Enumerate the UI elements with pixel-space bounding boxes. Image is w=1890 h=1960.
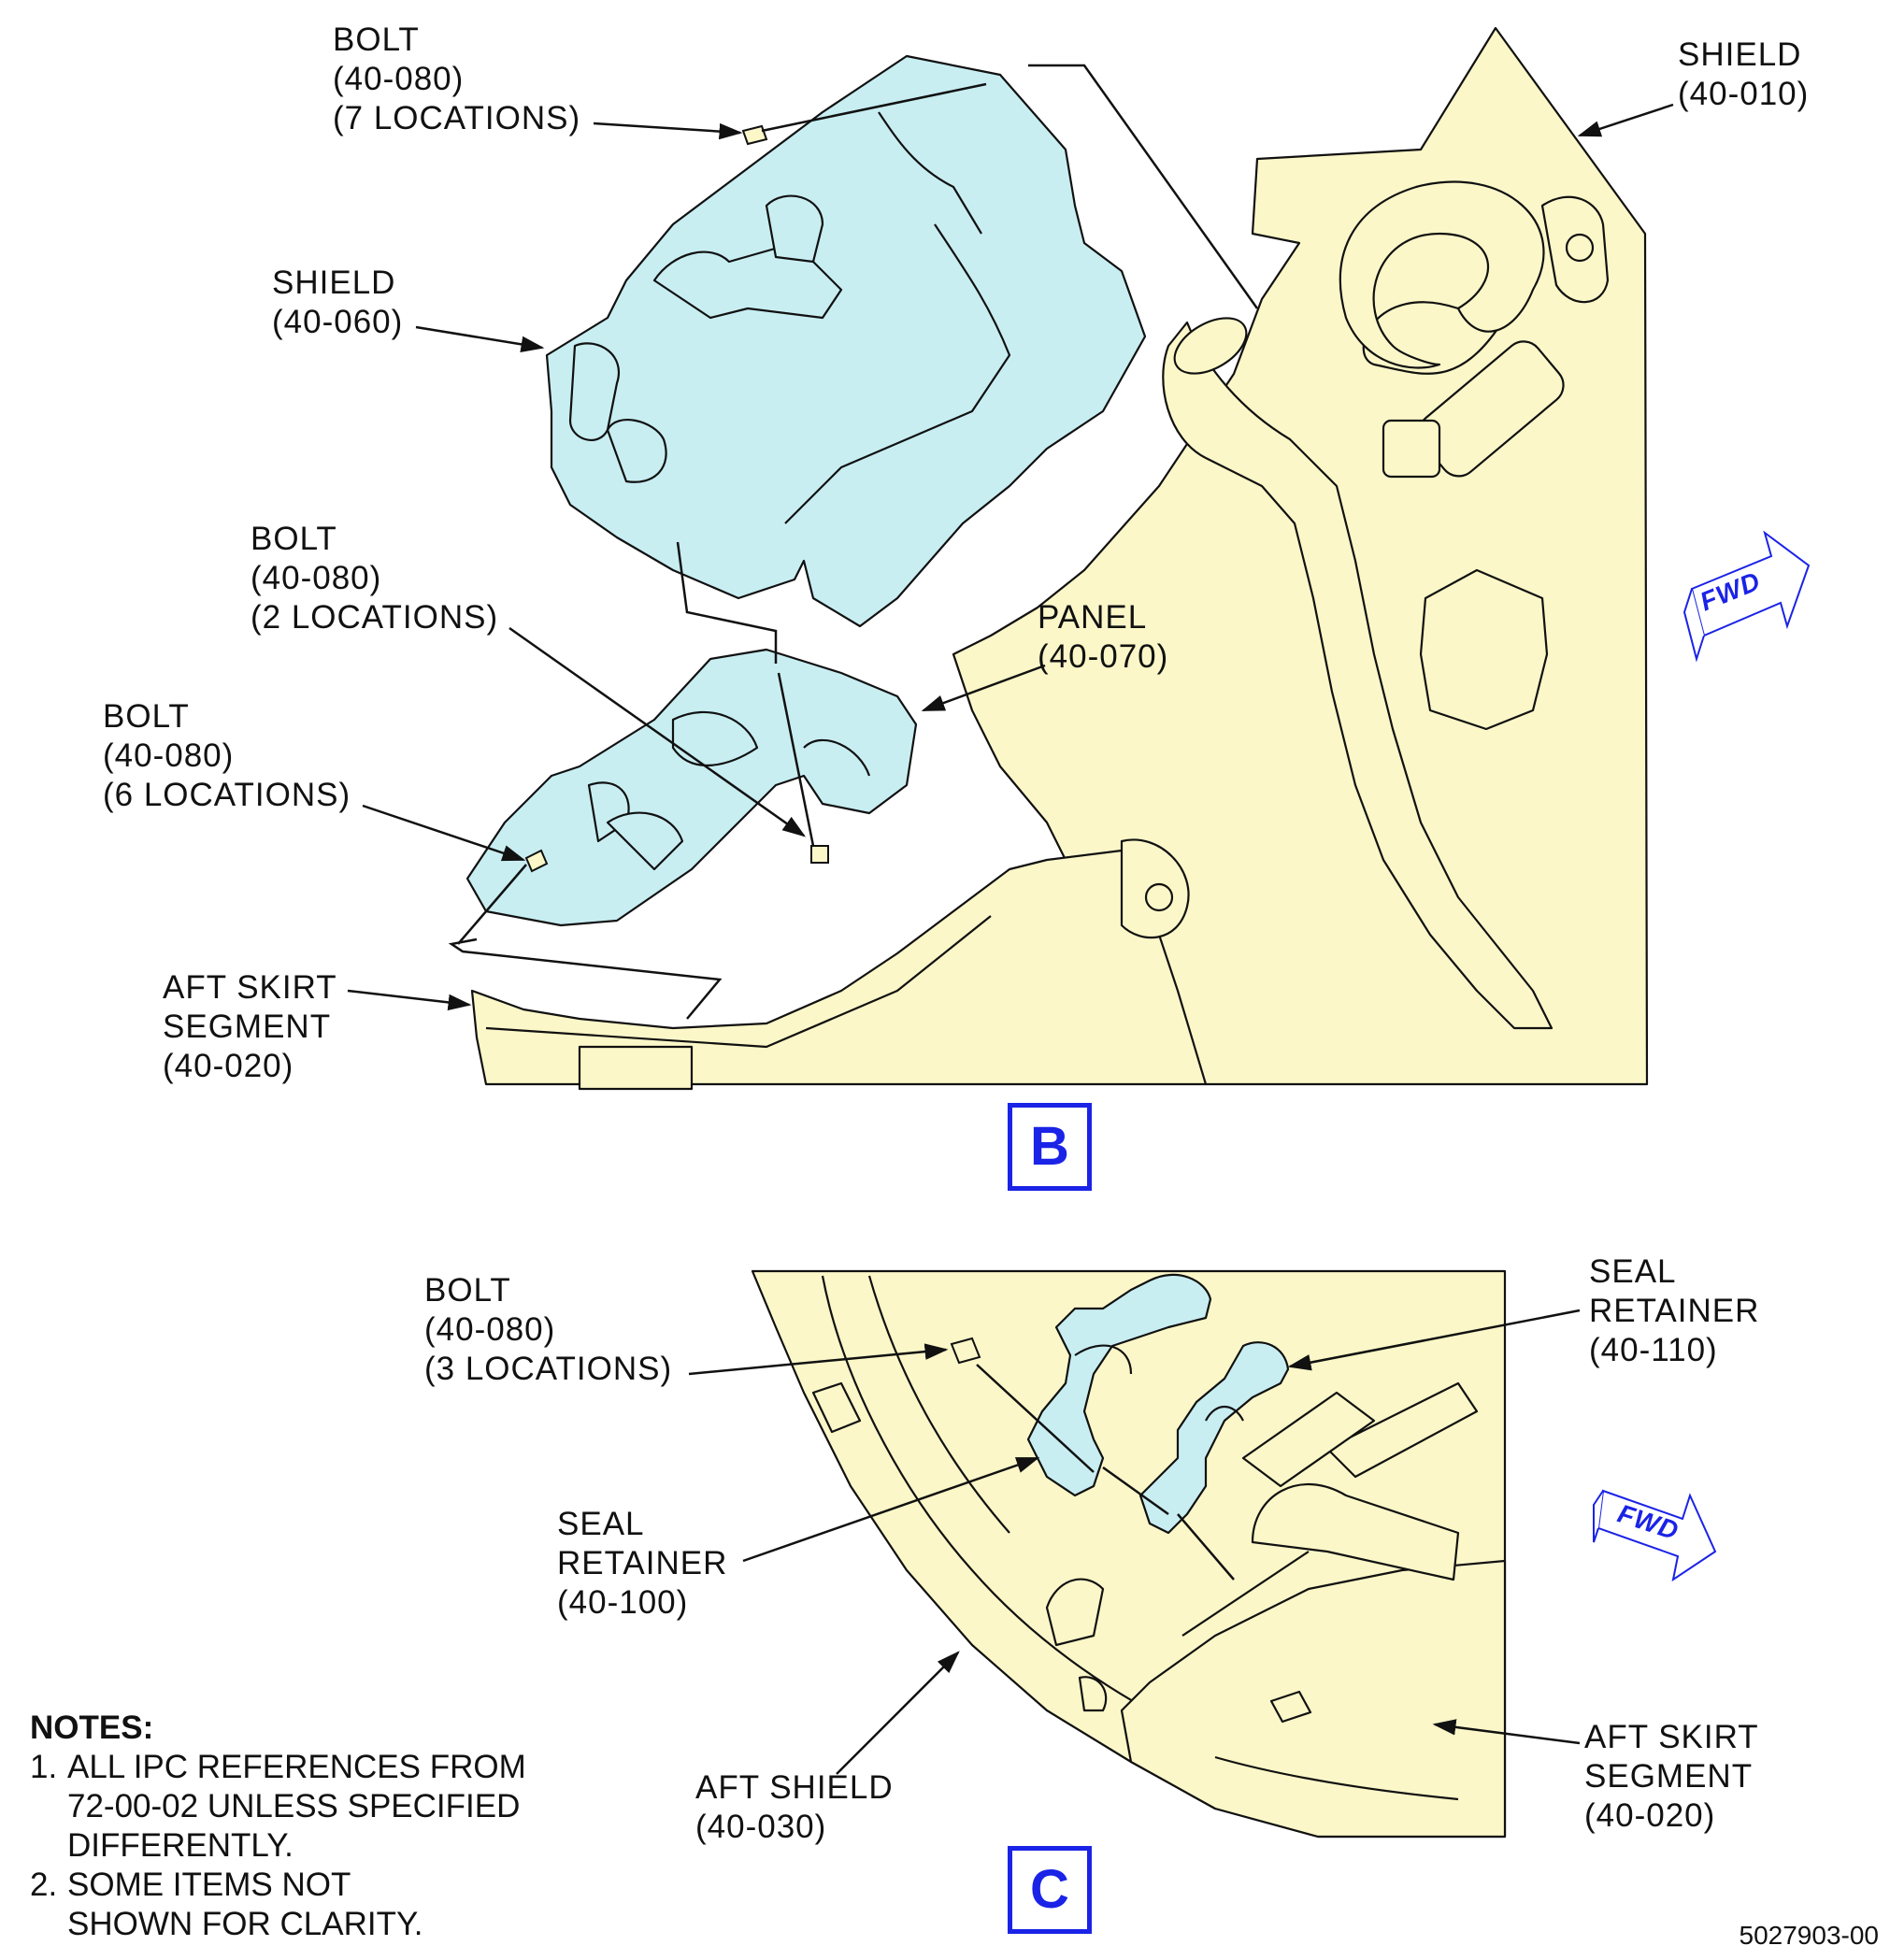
bolt-3-view-c bbox=[950, 1337, 981, 1365]
callout-aft-skirt-segment-c: AFT SKIRT SEGMENT (40-020) bbox=[1584, 1719, 1759, 1834]
seal-retainers-view-c bbox=[1026, 1273, 1290, 1535]
bolt-7-icon bbox=[741, 124, 768, 146]
note-1-line-1: 1.ALL IPC REFERENCES FROM bbox=[30, 1749, 526, 1785]
fwd-arrow-c bbox=[1593, 1489, 1717, 1582]
callout-aft-shield-40-030: AFT SHIELD (40-030) bbox=[695, 1769, 894, 1845]
document-number: 5027903-00 bbox=[1739, 1921, 1879, 1950]
callout-shield-40-010: SHIELD (40-010) bbox=[1678, 36, 1810, 112]
callout-aft-skirt-segment-b: AFT SKIRT SEGMENT (40-020) bbox=[163, 969, 337, 1084]
callout-bolt-6-locations: BOLT (40-080) (6 LOCATIONS) bbox=[103, 698, 351, 813]
callout-shield-40-060: SHIELD (40-060) bbox=[272, 265, 404, 340]
tube-part bbox=[1162, 321, 1554, 1030]
seal-retainer-40-110-part bbox=[1138, 1341, 1290, 1535]
bolt-2-icon bbox=[810, 845, 829, 864]
notes-title: NOTES: bbox=[30, 1710, 154, 1746]
view-label-c: C bbox=[1008, 1846, 1092, 1934]
callout-bolt-3-locations: BOLT (40-080) (3 LOCATIONS) bbox=[424, 1272, 673, 1387]
shield-40-060-part bbox=[545, 54, 1147, 628]
callout-seal-retainer-40-100: SEAL RETAINER (40-100) bbox=[557, 1506, 728, 1621]
aft-skirt-segment-c-part bbox=[1120, 1559, 1507, 1838]
aft-skirt-segment-b bbox=[470, 849, 1208, 1086]
leaders-view-b bbox=[347, 103, 1674, 1011]
shield-40-010-hook bbox=[1362, 301, 1506, 375]
callout-bolt-2-locations: BOLT (40-080) (2 LOCATIONS) bbox=[251, 521, 499, 636]
bolts-view-b bbox=[524, 124, 829, 873]
bolt-3-icon bbox=[950, 1337, 981, 1365]
note-1-line-3: DIFFERENTLY. bbox=[67, 1827, 294, 1864]
leaders-view-c bbox=[688, 1309, 1581, 1775]
view-b-drawing bbox=[465, 26, 1649, 1091]
note-1-line-2: 72-00-02 UNLESS SPECIFIED bbox=[67, 1788, 521, 1824]
explode-lines-b bbox=[448, 64, 1259, 1020]
note-2-line-2: SHOWN FOR CLARITY. bbox=[67, 1906, 423, 1942]
notes-block: NOTES: 1.ALL IPC REFERENCES FROM 72-00-0… bbox=[30, 1709, 526, 1944]
view-label-b: B bbox=[1008, 1103, 1092, 1191]
view-c-drawing bbox=[751, 1269, 1507, 1838]
fwd-arrow-b bbox=[1682, 530, 1811, 663]
seal-retainer-40-100-part bbox=[1026, 1273, 1212, 1497]
callout-panel-40-070: PANEL (40-070) bbox=[1038, 599, 1169, 675]
panel-40-070-part bbox=[465, 648, 918, 927]
callout-bolt-7-locations: BOLT (40-080) (7 LOCATIONS) bbox=[333, 21, 581, 136]
note-2-line-1: 2.SOME ITEMS NOT bbox=[30, 1867, 351, 1903]
explode-lines-c bbox=[976, 1364, 1235, 1581]
bolt-6-icon bbox=[524, 849, 549, 873]
callout-seal-retainer-40-110: SEAL RETAINER (40-110) bbox=[1589, 1253, 1760, 1368]
